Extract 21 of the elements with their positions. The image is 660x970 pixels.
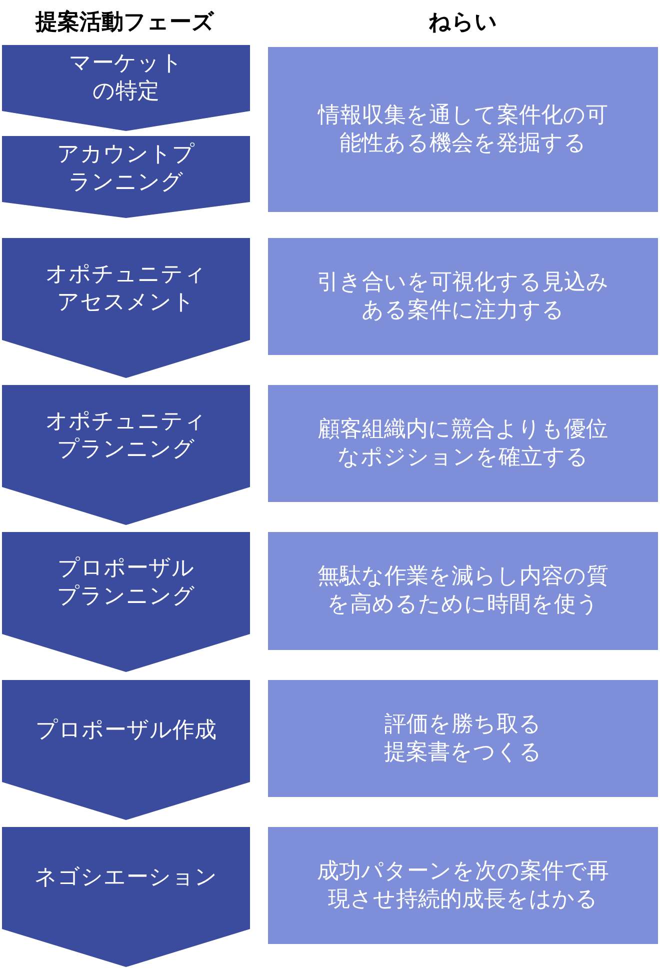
goal-text: 引き合いを可視化する見込みある案件に注力する xyxy=(316,268,610,324)
goal-box xyxy=(268,238,658,355)
phase-label: アカウントプランニング xyxy=(56,141,196,197)
goal-text: 無駄な作業を減らし内容の質を高めるために時間を使う xyxy=(316,563,610,619)
goal-text: 顧客組織内に競合よりも優位なポジションを確立する xyxy=(317,416,609,472)
phase-label: ネゴシエーション xyxy=(34,864,218,892)
goal-text: 評価を勝ち取る提案書をつくる xyxy=(383,710,543,766)
goal-box xyxy=(268,827,658,944)
column-heading: ねらい xyxy=(428,10,498,35)
goal-box xyxy=(268,532,658,650)
phase-label: プロポーザル作成 xyxy=(36,717,216,745)
column-heading: 提案活動フェーズ xyxy=(36,10,214,35)
goal-text: 情報収集を通して案件化の可能性ある機会を発掘する xyxy=(316,102,609,158)
phase-label: プロポーザルプランニング xyxy=(56,555,196,611)
phase-label: オポチュニティアセスメント xyxy=(44,261,208,317)
goal-text: 成功パターンを次の案件で再現させ持続的成長をはかる xyxy=(316,858,610,914)
goal-box xyxy=(268,385,658,502)
phase-label: マーケットの特定 xyxy=(68,50,184,106)
goal-box xyxy=(268,47,658,212)
goal-box xyxy=(268,680,658,797)
phase-label: オポチュニティプランニング xyxy=(44,408,208,464)
